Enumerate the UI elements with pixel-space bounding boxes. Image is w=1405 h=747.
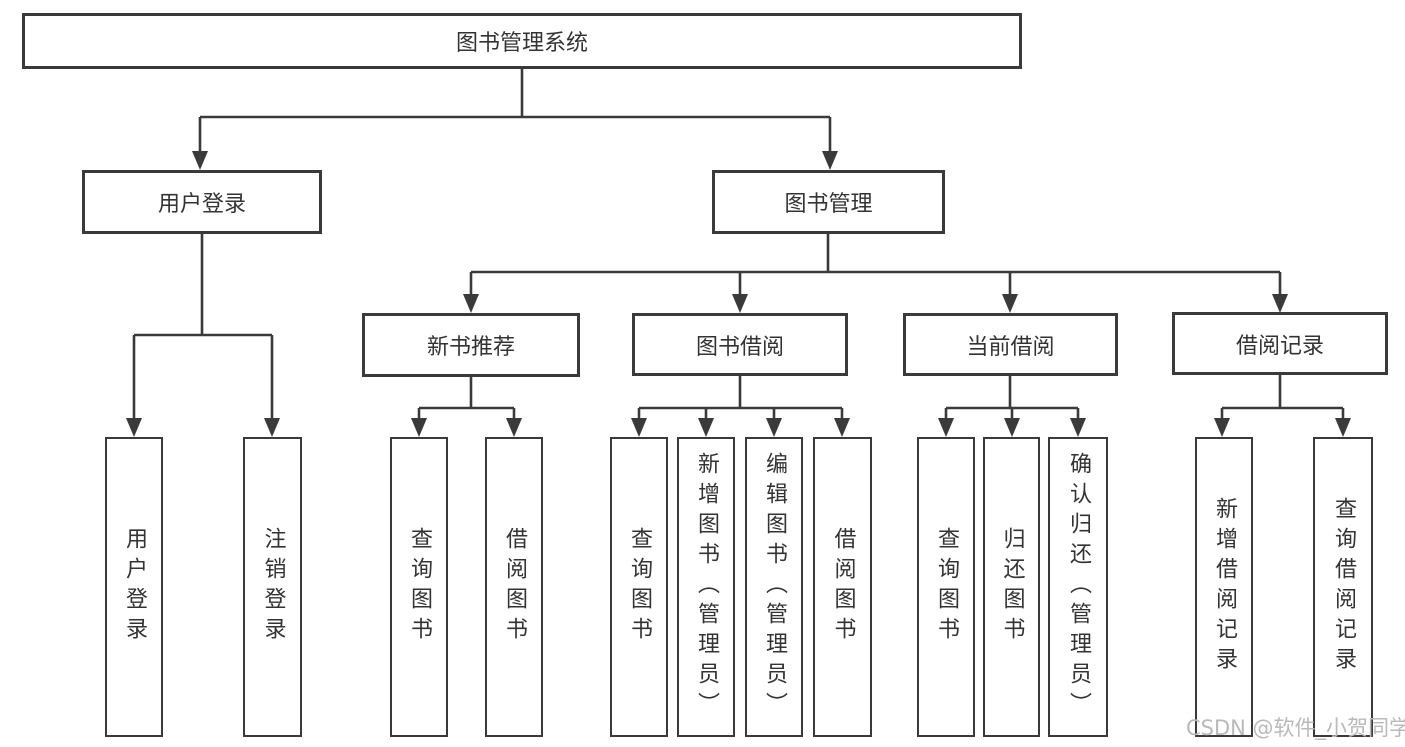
leaf-add-borrow-record: 新增借阅记录 [1195,437,1253,737]
connector-user-login-to-leaves [132,234,274,419]
node-current-borrowing-label: 当前借阅 [966,334,1055,360]
leaf-query-books-recommend-label: 查询图书 [407,527,432,647]
leaf-edit-books-admin: 编辑图书（管理员） [745,437,803,737]
node-new-book-recommend: 新书推荐 [362,313,580,377]
node-book-borrowing: 图书借阅 [632,313,848,376]
csdn-watermark: CSDN @软件_小贺同学 [1186,716,1405,740]
leaf-query-books-current-label: 查询图书 [934,527,959,647]
connector-book-mgmt-to-level3 [469,234,1282,295]
leaf-query-borrow-record: 查询借阅记录 [1313,437,1373,737]
leaf-add-books-admin: 新增图书（管理员） [677,437,735,737]
connector-new-book-to-leaves [417,377,516,419]
leaf-borrow-books-recommend: 借阅图书 [485,437,543,737]
leaf-borrow-books-label: 借阅图书 [830,527,856,647]
leaf-confirm-return-admin-label: 确认归还（管理员） [1066,452,1091,722]
leaf-query-books-current: 查询图书 [917,437,975,737]
leaf-query-books-borrow: 查询图书 [610,437,668,737]
leaf-borrow-books-recommend-label: 借阅图书 [502,527,527,647]
node-book-management: 图书管理 [712,170,945,234]
leaf-return-books-label: 归还图书 [999,527,1025,647]
leaf-query-borrow-record-label: 查询借阅记录 [1331,497,1356,677]
leaf-confirm-return-admin: 确认归还（管理员） [1048,437,1108,737]
node-new-book-recommend-label: 新书推荐 [426,335,515,360]
leaf-query-books-recommend: 查询图书 [390,437,448,737]
connector-root-to-level2 [198,69,832,152]
leaf-borrow-books: 借阅图书 [813,437,872,737]
node-library-system-label: 图书管理系统 [455,31,588,56]
leaf-logout: 注销登录 [243,437,302,737]
node-book-borrowing-label: 图书借阅 [695,334,784,360]
node-user-login-label: 用户登录 [157,192,246,217]
arrowheads [126,151,1351,437]
leaf-logout-label: 注销登录 [260,527,286,647]
node-book-management-label: 图书管理 [784,192,873,217]
leaf-user-login-label: 用户登录 [122,527,147,647]
connector-current-borrow-to-leaves [944,376,1080,419]
node-current-borrowing: 当前借阅 [903,313,1118,376]
connector-borrow-record-to-leaves [1220,375,1345,419]
leaf-add-books-admin-label: 新增图书（管理员） [694,452,719,722]
node-library-system: 图书管理系统 [22,13,1022,69]
node-borrowing-records: 借阅记录 [1172,312,1388,375]
leaf-edit-books-admin-label: 编辑图书（管理员） [762,452,787,722]
leaf-return-books: 归还图书 [983,437,1040,737]
node-user-login: 用户登录 [82,170,322,234]
leaf-add-borrow-record-label: 新增借阅记录 [1212,497,1237,677]
leaf-user-login: 用户登录 [105,437,163,737]
connector-book-borrow-to-leaves [637,376,844,419]
node-borrowing-records-label: 借阅记录 [1235,333,1324,359]
leaf-query-books-borrow-label: 查询图书 [627,527,652,647]
